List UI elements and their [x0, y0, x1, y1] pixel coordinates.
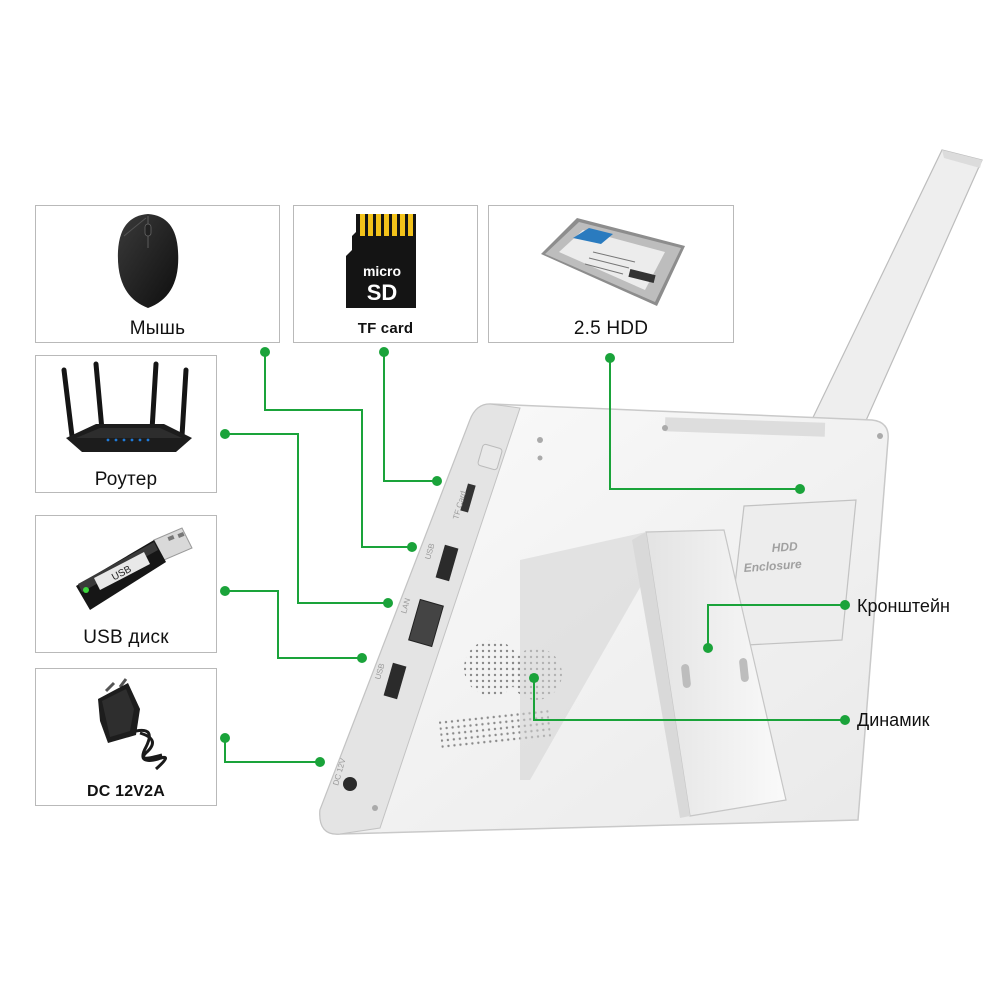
- ssd-drive-icon: [541, 218, 685, 306]
- power-adapter-box: DC 12V2A: [35, 668, 217, 806]
- tf-card-box: micro SD TF card: [293, 205, 478, 343]
- tf-card-slot: [460, 483, 476, 513]
- power-button-port: [477, 443, 503, 471]
- power-adapter-label: DC 12V2A: [86, 783, 166, 800]
- usb-port-1: [435, 544, 459, 582]
- microsd-text-sd: SD: [367, 280, 398, 305]
- connector-lines: [224, 352, 845, 763]
- mouse-label: Мышь: [129, 318, 186, 339]
- stand-bracket: [520, 529, 787, 818]
- enclosure-text-hdd: HDD: [771, 539, 798, 555]
- tf-card-label: TF card: [357, 320, 414, 337]
- speaker-callout: Динамик: [857, 710, 930, 730]
- microsd-card-icon: micro SD: [346, 214, 416, 308]
- hdd-box: 2.5 HDD: [488, 205, 734, 343]
- mouse-icon: [117, 214, 179, 308]
- router-box: Роутер: [35, 355, 217, 493]
- usb-disk-box: USB USB диск: [35, 515, 217, 653]
- device-body: HDD Enclosure TF Card USB LAN USB DC 12V: [319, 403, 889, 835]
- usb-disk-label: USB диск: [83, 627, 169, 648]
- power-adapter-icon: [98, 678, 167, 771]
- mouse-box: Мышь: [35, 205, 280, 343]
- connector-dots: [220, 347, 850, 767]
- port-label-usb-2: USB: [373, 662, 386, 680]
- speaker-grille-left: [464, 640, 520, 696]
- dc-jack: [343, 777, 357, 791]
- microsd-text-micro: micro: [363, 263, 401, 279]
- usb-port-2: [383, 662, 407, 700]
- router-icon: [61, 361, 192, 452]
- port-label-dc: DC 12V: [331, 757, 348, 787]
- enclosure-text-enclosure: Enclosure: [743, 557, 802, 575]
- speaker-grille-right: [510, 648, 562, 700]
- usb-stick-icon: USB: [76, 527, 193, 610]
- port-label-lan: LAN: [399, 597, 412, 615]
- bracket-callout: Кронштейн: [857, 596, 950, 616]
- port-label-usb-1: USB: [423, 542, 436, 560]
- antenna: [805, 149, 983, 461]
- lan-port: [408, 598, 444, 648]
- hdd-label: 2.5 HDD: [573, 318, 649, 339]
- port-label-tf-card: TF Card: [451, 490, 468, 521]
- router-label: Роутер: [94, 469, 158, 490]
